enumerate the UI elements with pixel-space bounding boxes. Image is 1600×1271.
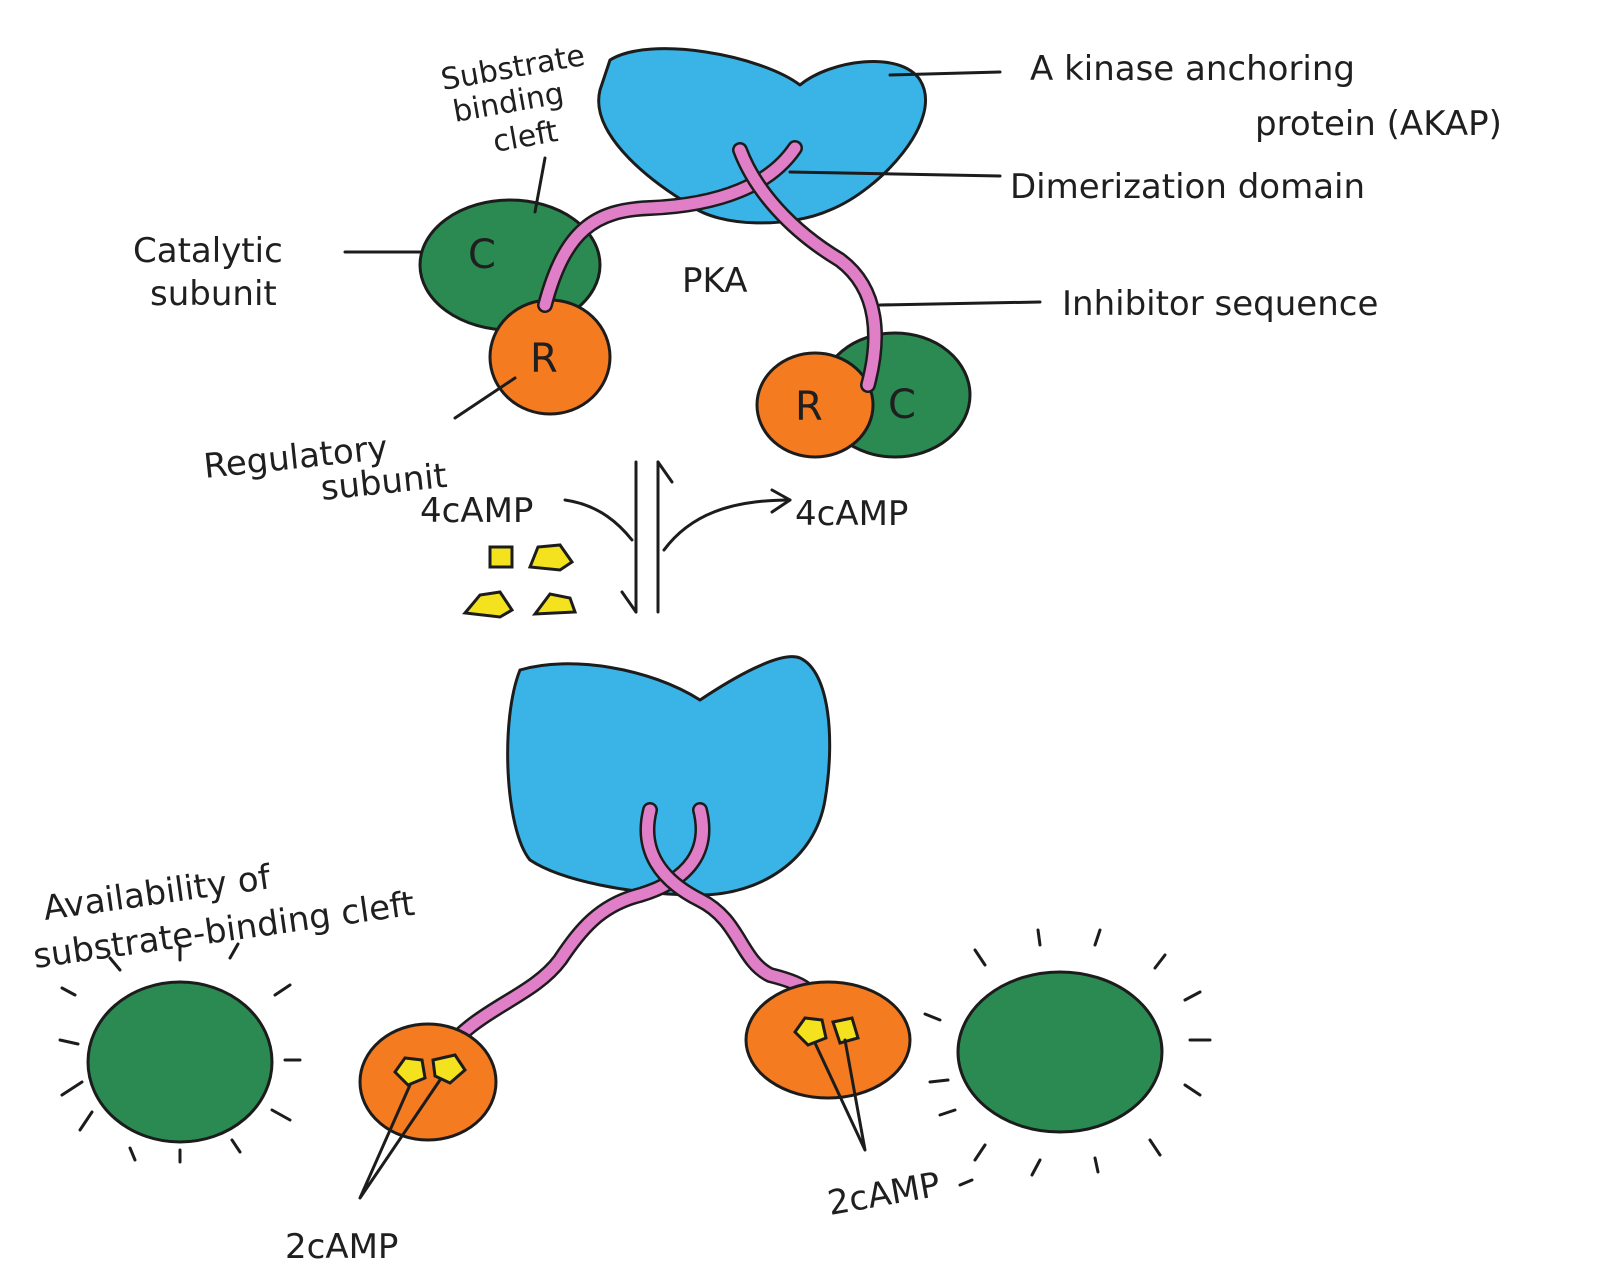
- camp-molecule-2: [527, 543, 575, 572]
- camp-molecule-3: [462, 590, 515, 619]
- akap-label-line1: A kinase anchoring: [1030, 49, 1355, 89]
- letter-r-top-left: R: [530, 336, 558, 382]
- inhibitor-sequence-label: Inhibitor sequence: [1062, 284, 1378, 324]
- regulatory-subunit-bottom-left: [358, 1022, 498, 1142]
- camp-molecule-1: [488, 545, 514, 569]
- catalytic-subunit-free-left: [86, 980, 274, 1144]
- akap-bottom: [506, 655, 832, 897]
- glow-rays-left: [58, 942, 302, 1164]
- akap-top: [597, 47, 927, 225]
- glow-rays-right: [923, 928, 1212, 1187]
- camp-right-label: 2cAMP: [825, 1165, 944, 1224]
- letter-c-top-left: C: [468, 232, 496, 278]
- inhibitor-chains-top: [537, 140, 883, 393]
- letter-r-top-right: R: [795, 384, 823, 430]
- camp-out-label: 4cAMP: [795, 494, 908, 534]
- akap-label-line2: protein (AKAP): [1255, 104, 1502, 144]
- letter-c-top-right: C: [888, 382, 916, 428]
- dimerization-domain-label: Dimerization domain: [1010, 167, 1365, 207]
- bound-camp-left: [393, 1053, 467, 1087]
- free-camp-molecules: [462, 543, 578, 619]
- catalytic-subunit-label-line1: Catalytic: [133, 231, 283, 271]
- bound-camp-right: [793, 1016, 860, 1047]
- camp-left-label: 2cAMP: [285, 1227, 398, 1267]
- catalytic-subunit-label-line2: subunit: [150, 274, 277, 314]
- camp-molecule-4: [531, 592, 578, 616]
- catalytic-subunit-free-right: [956, 970, 1164, 1134]
- regulatory-subunit-top-right: [755, 351, 875, 459]
- pka-label: PKA: [682, 261, 747, 301]
- camp-in-label: 4cAMP: [420, 491, 533, 531]
- regulatory-subunit-bottom-right: [744, 980, 912, 1100]
- equilibrium-arrows: [563, 460, 792, 614]
